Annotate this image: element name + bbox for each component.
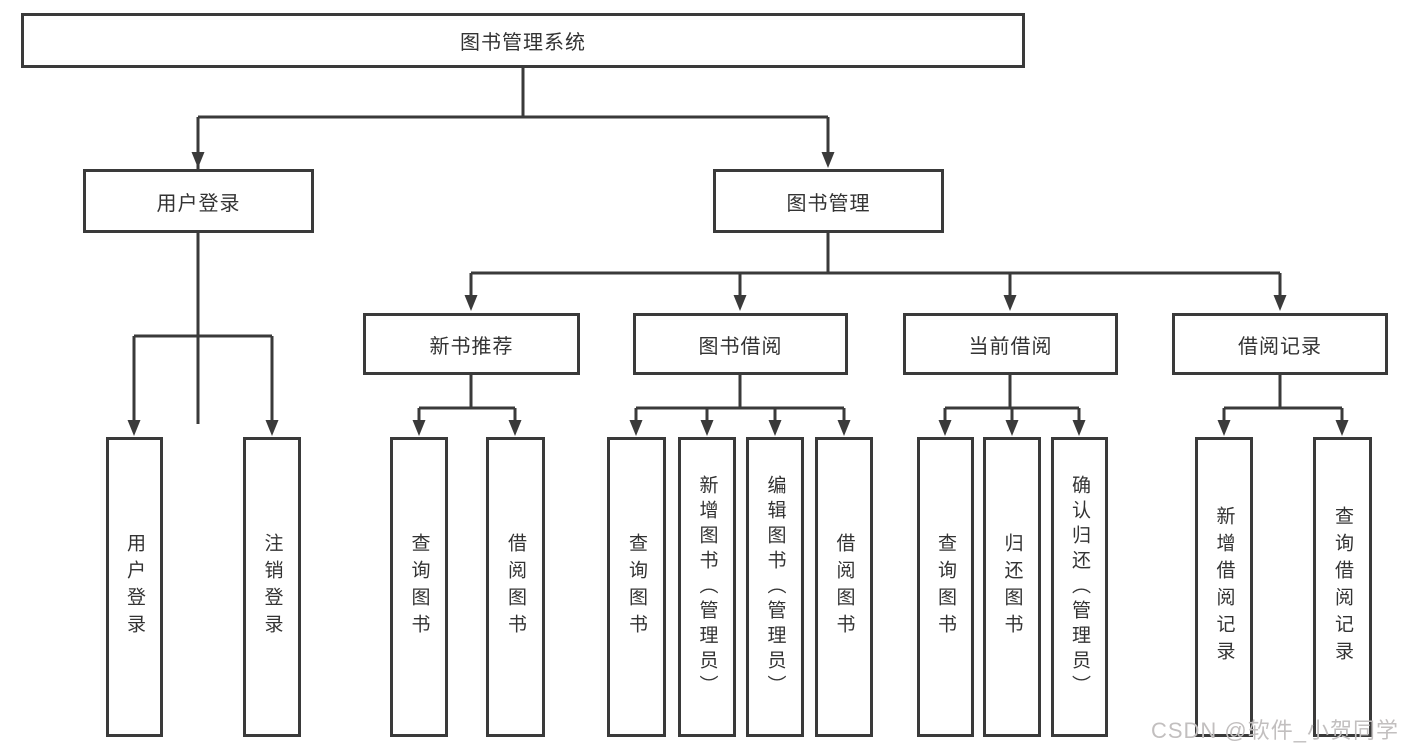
arrowhead	[191, 152, 205, 168]
node-label: 借阅图书	[833, 533, 855, 641]
node-label: 编辑图书（管理员）	[764, 474, 786, 700]
node-user-login-branch: 用户登录	[83, 169, 314, 233]
arrowhead	[1003, 295, 1017, 311]
arrowhead	[700, 420, 714, 436]
node-label: 查询借阅记录	[1332, 506, 1353, 668]
arrowhead	[1217, 420, 1231, 436]
arrowhead	[629, 420, 643, 436]
node-label: 注销登录	[261, 533, 283, 641]
leaf-confirm-return-admin: 确认归还（管理员）	[1051, 437, 1108, 737]
node-label: 当前借阅	[968, 335, 1053, 358]
connector-path	[132, 68, 1344, 424]
leaf-return-books: 归还图书	[983, 437, 1041, 737]
node-label: 新书推荐	[429, 335, 514, 358]
node-label: 借阅记录	[1238, 335, 1322, 358]
node-book-management-branch: 图书管理	[713, 169, 944, 233]
node-current-borrowing: 当前借阅	[903, 313, 1118, 375]
arrowhead	[412, 420, 426, 436]
arrowhead	[127, 420, 141, 436]
leaf-logout: 注销登录	[243, 437, 301, 737]
arrowhead	[265, 420, 279, 436]
node-label: 新增借阅记录	[1213, 506, 1235, 668]
leaf-add-borrow-record: 新增借阅记录	[1195, 437, 1253, 737]
node-label: 新增图书（管理员）	[696, 474, 718, 700]
leaf-borrow-books-recommend: 借阅图书	[486, 437, 545, 737]
node-label: 图书管理	[786, 192, 871, 215]
arrowhead	[1005, 420, 1019, 436]
node-label: 确认归还（管理员）	[1069, 474, 1090, 700]
arrowhead	[1335, 420, 1349, 436]
leaf-borrow-books-borrowing: 借阅图书	[815, 437, 873, 737]
leaf-user-login: 用户登录	[106, 437, 163, 737]
arrowhead	[768, 420, 782, 436]
node-borrowing-records: 借阅记录	[1172, 313, 1388, 375]
arrowhead-group	[127, 152, 1349, 436]
leaf-query-books-borrowing: 查询图书	[607, 437, 666, 737]
csdn-watermark: CSDN @软件_小贺同学	[1150, 718, 1399, 743]
node-label: 归还图书	[1001, 533, 1023, 641]
node-label: 用户登录	[124, 533, 145, 641]
leaf-query-books-current: 查询图书	[917, 437, 974, 737]
node-book-borrowing: 图书借阅	[633, 313, 848, 375]
node-label: 用户登录	[156, 192, 241, 215]
arrowhead	[821, 152, 835, 168]
arrowhead	[733, 295, 747, 311]
node-label: 查询图书	[626, 533, 647, 641]
arrowhead	[464, 295, 478, 311]
node-label: 查询图书	[935, 533, 956, 641]
node-new-book-recommendation: 新书推荐	[363, 313, 580, 375]
leaf-query-books-recommend: 查询图书	[390, 437, 448, 737]
node-label: 借阅图书	[505, 533, 526, 641]
arrowhead	[1273, 295, 1287, 311]
arrowhead	[1072, 420, 1086, 436]
node-label: 图书管理系统	[460, 32, 586, 54]
arrowhead	[508, 420, 522, 436]
node-label: 查询图书	[408, 533, 430, 641]
leaf-add-books-admin: 新增图书（管理员）	[678, 437, 736, 737]
node-library-management-system: 图书管理系统	[21, 13, 1025, 68]
arrowhead	[837, 420, 851, 436]
node-label: 图书借阅	[698, 335, 783, 358]
arrowhead	[938, 420, 952, 436]
leaf-query-borrow-record: 查询借阅记录	[1313, 437, 1372, 737]
leaf-edit-books-admin: 编辑图书（管理员）	[746, 437, 804, 737]
